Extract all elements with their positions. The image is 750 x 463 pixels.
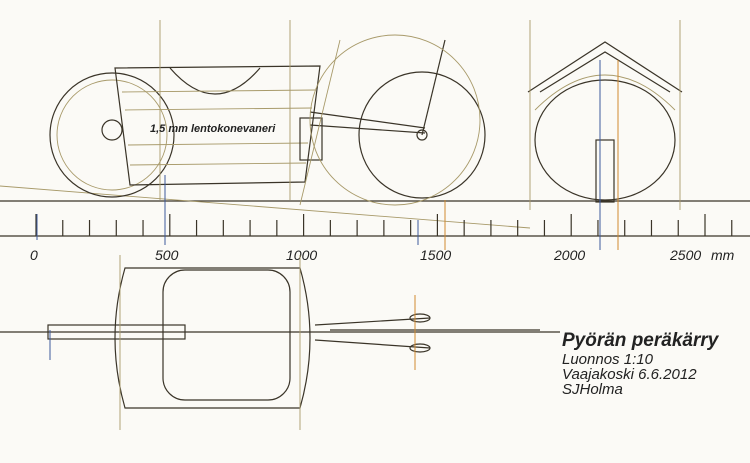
trailer-hub	[101, 119, 123, 141]
top-view	[0, 255, 560, 430]
tick-label-2000: 2000	[553, 247, 585, 263]
tick-label-1500: 1500	[420, 247, 451, 263]
roof	[527, 41, 683, 93]
scale-labels: 0 500 1000 1500 2000 2500 mm	[30, 247, 735, 263]
front-wheel	[595, 139, 615, 203]
side-view: 1,5 mm lentokonevaneri	[36, 20, 486, 250]
trailer-wheel	[49, 72, 175, 198]
drawbar	[309, 124, 426, 134]
material-note: 1,5 mm lentokonevaneri	[150, 123, 276, 135]
place-date: Vaajakoski 6.6.2012	[562, 366, 697, 383]
bicycle-wheel	[358, 71, 486, 199]
author: SJHolma	[562, 381, 623, 398]
drawing-title: Pyörän peräkärry	[562, 330, 719, 351]
tick-label-2500: 2500	[669, 247, 701, 263]
tick-label-0: 0	[30, 247, 38, 263]
front-box-ellipse	[534, 79, 676, 201]
scale-ticks	[35, 214, 733, 236]
axle	[47, 324, 186, 340]
box-cutout	[169, 67, 261, 95]
top-box-outline	[114, 267, 311, 409]
tick-label-500: 500	[155, 247, 179, 263]
scale-note: Luonnos 1:10	[562, 351, 653, 368]
top-drawbar	[314, 317, 431, 326]
front-view	[527, 20, 683, 250]
tick-label-1000: 1000	[286, 247, 317, 263]
unit-label: mm	[711, 247, 735, 263]
trailer-box	[114, 65, 321, 186]
ramp-line	[0, 185, 531, 229]
bicycle-fork	[421, 39, 446, 136]
title-block: Pyörän peräkärry Luonnos 1:10 Vaajakoski…	[562, 330, 718, 397]
top-box-inner	[162, 269, 291, 401]
